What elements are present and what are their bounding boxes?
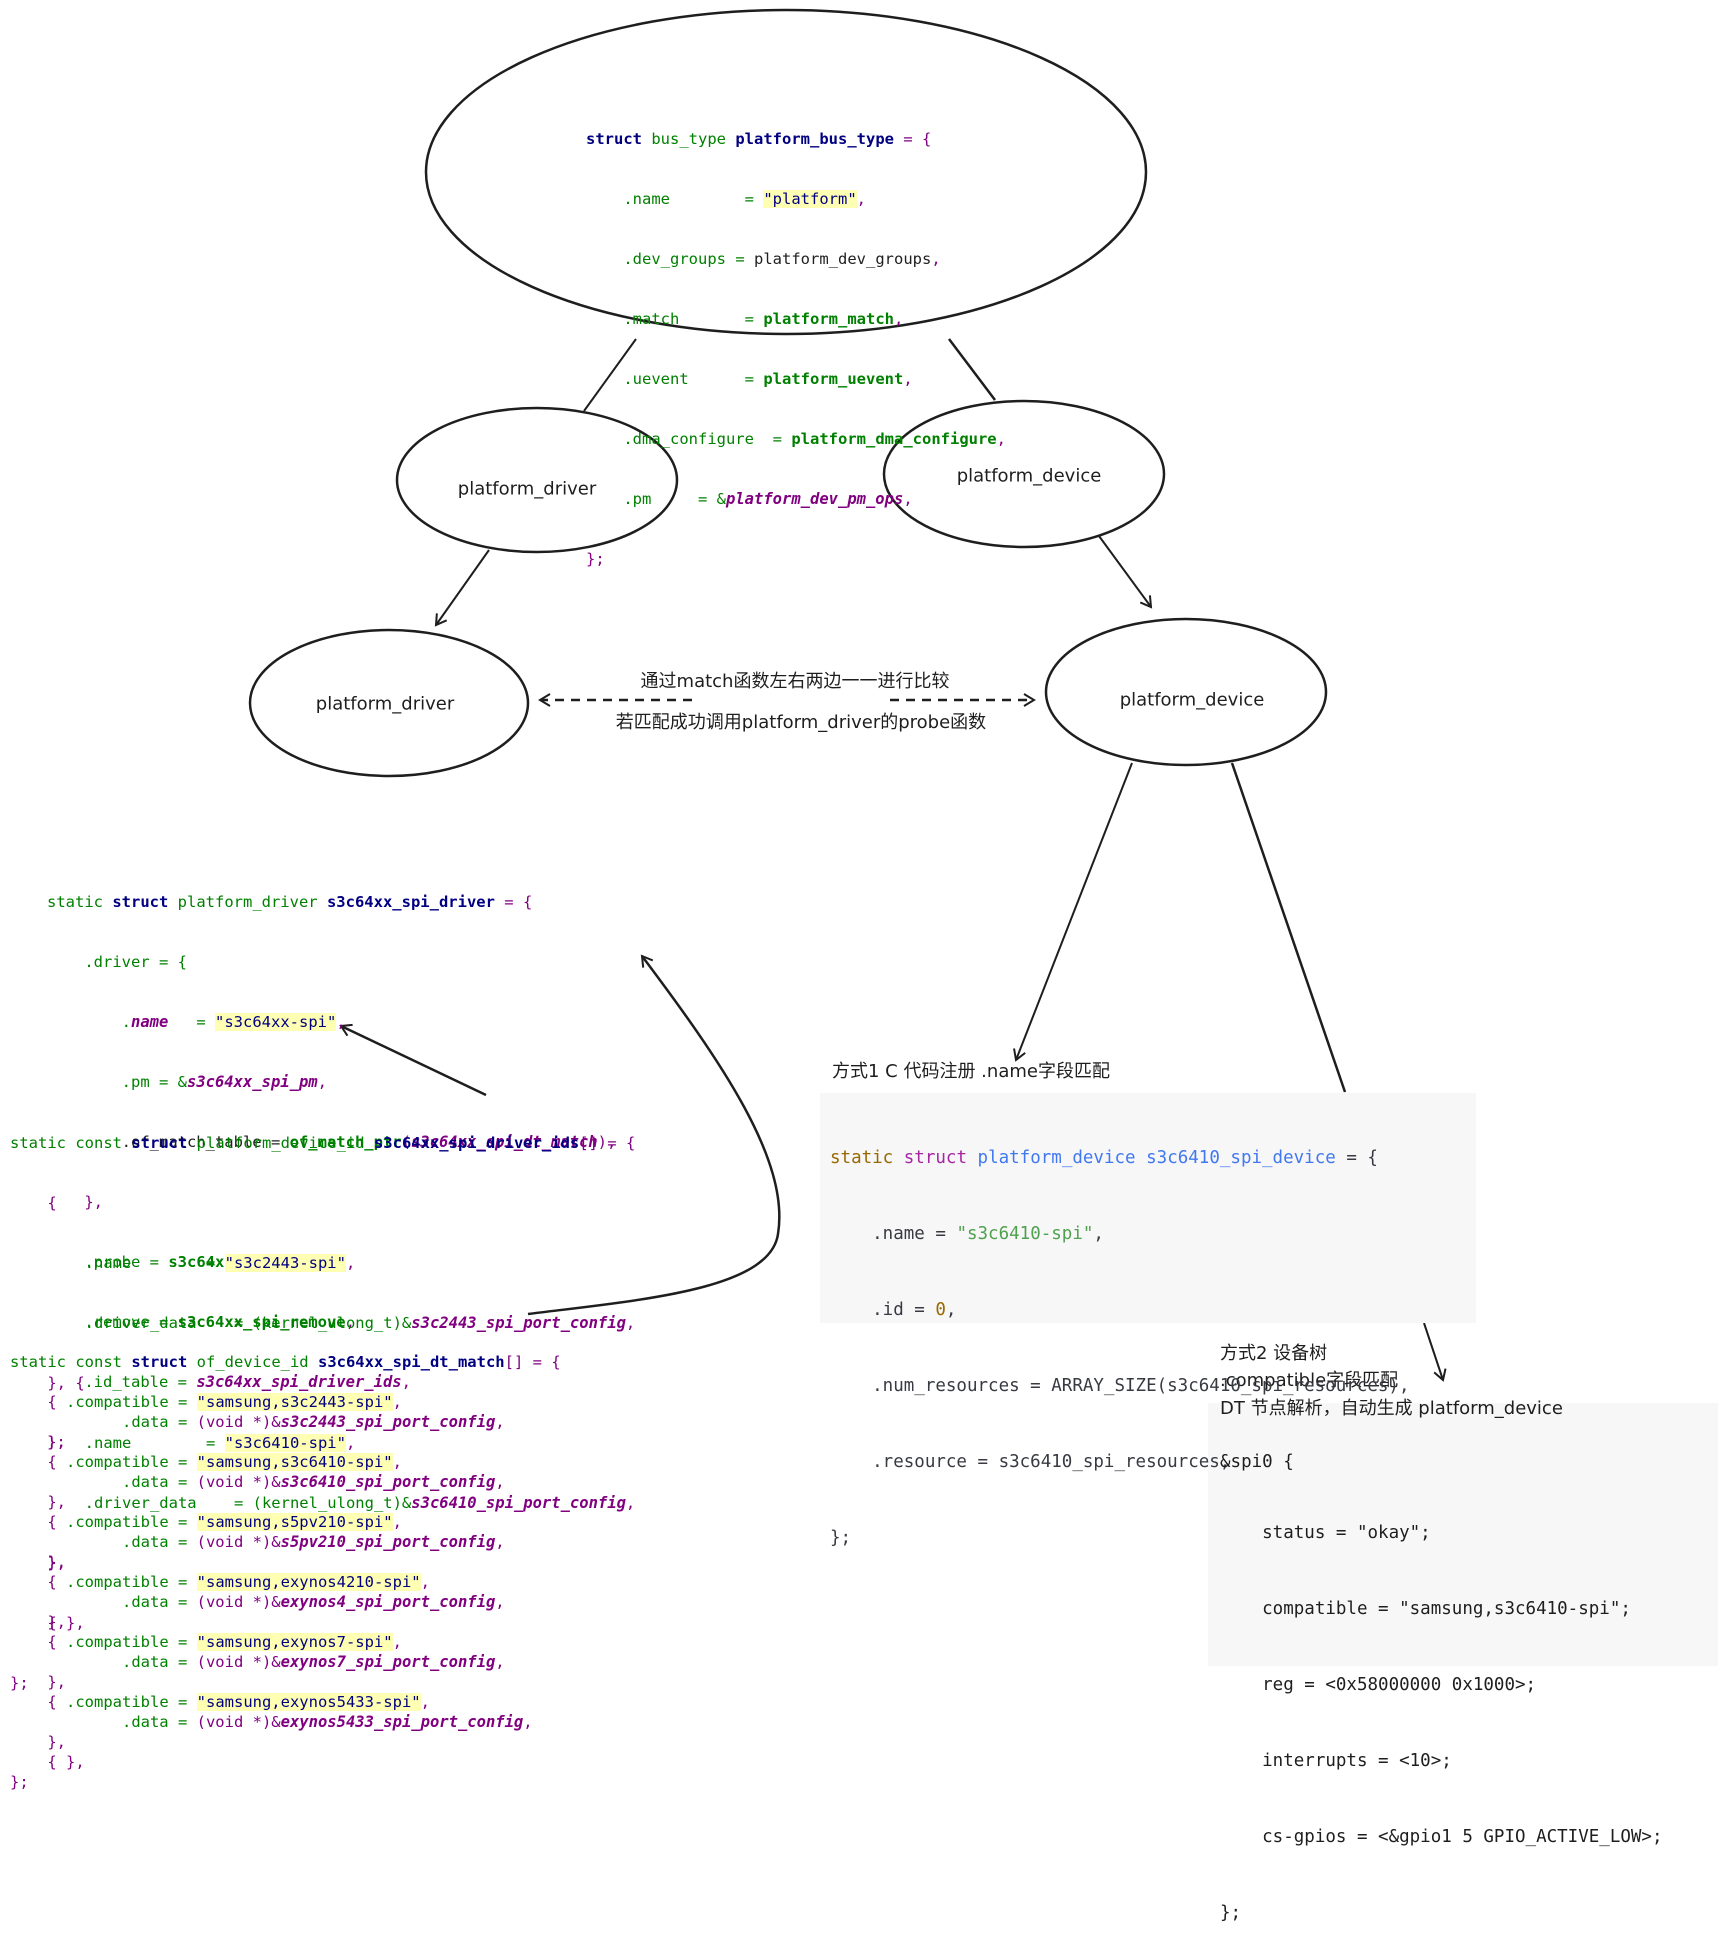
node-label-driver-bottom: platform_driver — [315, 693, 455, 715]
node-label-device-top: platform_device — [956, 465, 1102, 487]
compatible-data: .data = (void *)&s3c2443_spi_port_config… — [10, 1413, 505, 1431]
platform-device-node-top[interactable] — [882, 399, 1166, 549]
dt-code-box — [1208, 1403, 1718, 1666]
device-to-method2-line — [1230, 762, 1347, 1093]
device-to-method1-arrow — [1013, 762, 1133, 1062]
c-code-box — [820, 1093, 1476, 1323]
method2-label-line3: DT 节点解析，自动生成 platform_device — [1220, 1398, 1563, 1419]
dt-match-curved-arrow — [527, 954, 781, 1316]
bus-to-device-line — [948, 338, 996, 401]
compatible-data: .data = (void *)&s5pv210_spi_port_config… — [10, 1533, 505, 1551]
device-tree-code: &spi0 { status = "okay"; compatible = "s… — [1220, 1452, 1663, 1923]
method2-arrow — [1423, 1322, 1447, 1382]
entry-close: }, — [10, 1613, 66, 1631]
compatible-entry: { .compatible = "samsung,s3c2443-spi", — [47, 1393, 402, 1411]
method2-label-line1: 方式2 设备树 — [1220, 1343, 1328, 1364]
node-label-driver-top: platform_driver — [457, 478, 597, 500]
compatible-entry: { .compatible = "samsung,exynos7-spi", — [47, 1633, 402, 1651]
entry-close: }, — [10, 1673, 66, 1691]
bus-to-driver-line — [583, 338, 637, 412]
driver-down-arrow — [434, 549, 490, 627]
entry-close: }, — [10, 1733, 66, 1751]
entry-close: }, — [10, 1493, 66, 1511]
node-label-device-bottom: platform_device — [1119, 689, 1265, 711]
bus-type-code: struct bus_type platform_bus_type = { .n… — [586, 130, 1006, 568]
compatible-entry: { .compatible = "samsung,s3c6410-spi", — [47, 1453, 402, 1471]
compatible-entry: { .compatible = "samsung,exynos5433-spi"… — [47, 1693, 430, 1711]
entry-close: }, — [10, 1553, 66, 1571]
platform-driver-code: static struct platform_driver s3c64xx_sp… — [47, 893, 617, 1451]
entry-close: }, — [10, 1433, 66, 1451]
compatible-entry: { .compatible = "samsung,s5pv210-spi", — [47, 1513, 402, 1531]
platform-device-c-code: static struct platform_device s3c6410_sp… — [830, 1148, 1410, 1548]
compatible-data: .data = (void *)&exynos7_spi_port_config… — [10, 1653, 505, 1671]
compatible-entry: { .compatible = "samsung,exynos4210-spi"… — [47, 1573, 430, 1591]
platform-device-id-code: static const struct platform_device_id s… — [10, 1134, 636, 1692]
platform-driver-node-bottom[interactable] — [248, 628, 530, 778]
match-label-bottom: 若匹配成功调用platform_driver的probe函数 — [615, 712, 987, 733]
compatible-data: .data = (void *)&s3c6410_spi_port_config… — [10, 1473, 505, 1491]
compatible-data: .data = (void *)&exynos5433_spi_port_con… — [10, 1713, 533, 1731]
compatible-data: .data = (void *)&exynos4_spi_port_config… — [10, 1593, 505, 1611]
platform-driver-node-top[interactable] — [395, 406, 679, 554]
device-down-arrow — [1098, 535, 1153, 609]
method2-label-line2: .compatible字段匹配 — [1220, 1370, 1399, 1391]
bus-type-ellipse[interactable] — [424, 8, 1148, 336]
match-label-top: 通过match函数左右两边一一进行比较 — [640, 671, 950, 692]
of-device-id-code: static const struct of_device_id s3c64xx… — [10, 1353, 561, 1791]
diagram-canvas — [248, 8, 1447, 1382]
method1-label: 方式1 C 代码注册 .name字段匹配 — [832, 1061, 1110, 1082]
driver-ids-arrow — [339, 1023, 487, 1097]
platform-device-node-bottom[interactable] — [1044, 617, 1328, 767]
